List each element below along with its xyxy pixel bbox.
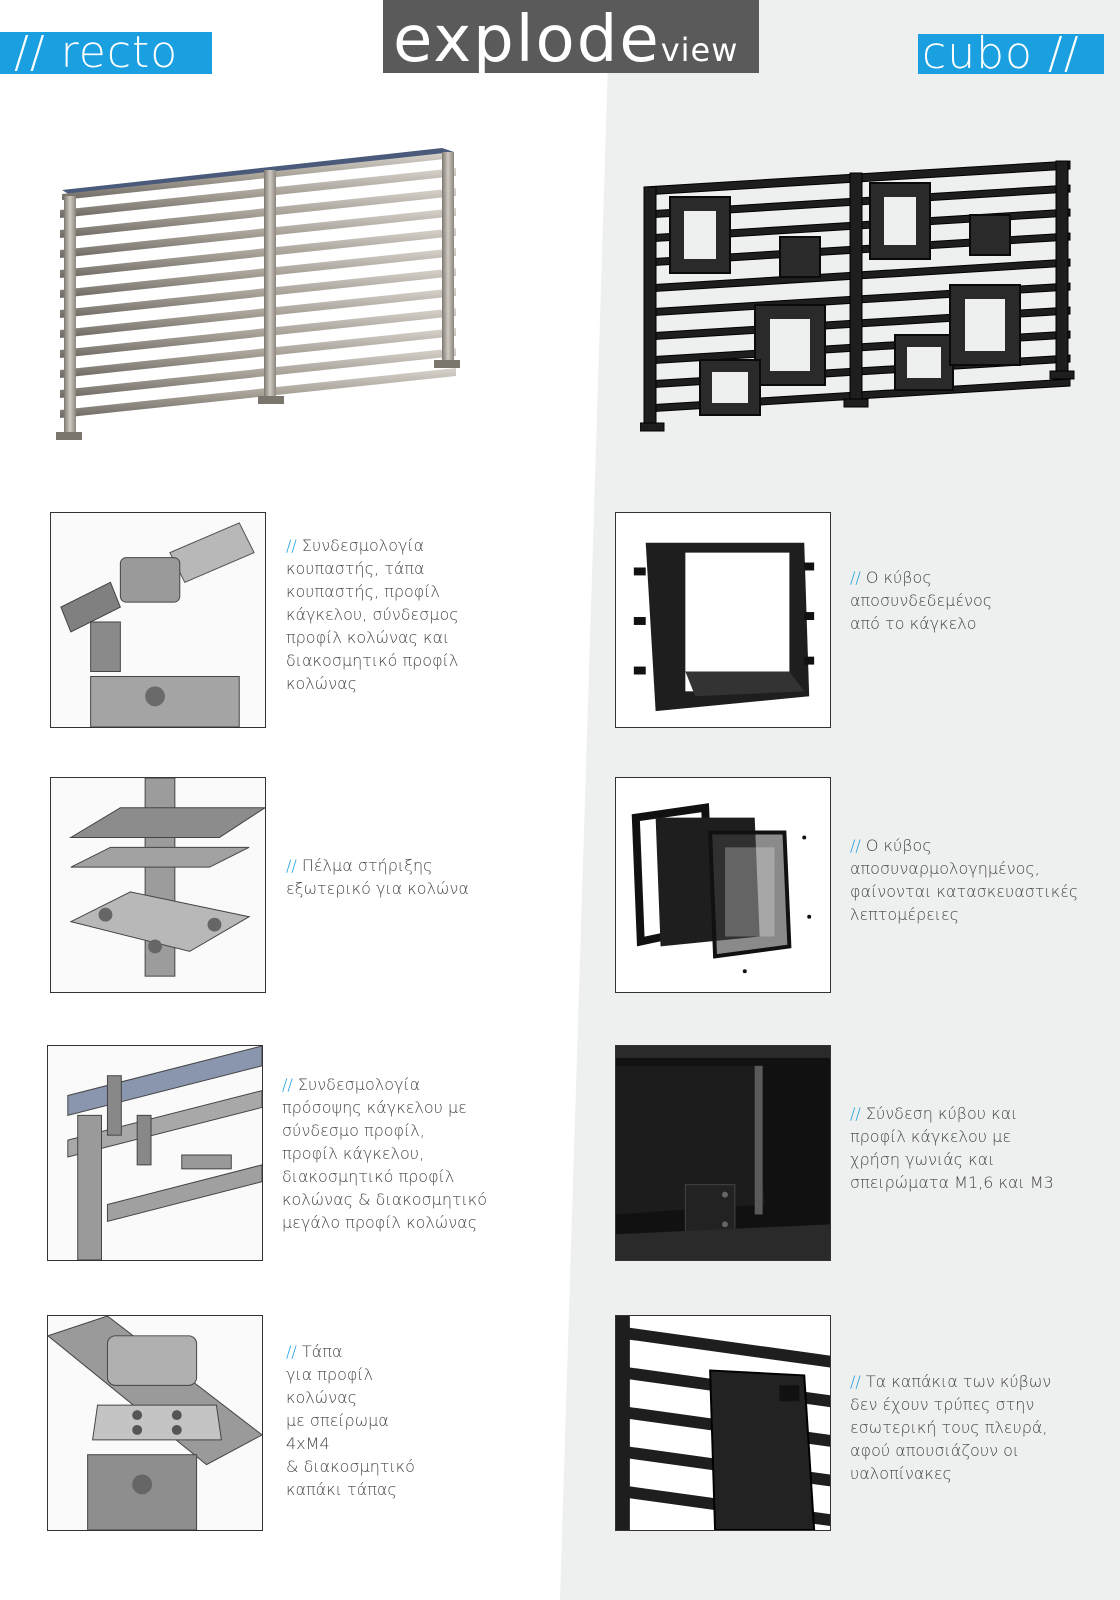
recto-caption-3: // Συνδεσμολογία πρόσοψης κάγκελου με σύ… xyxy=(282,1073,552,1234)
title-main: explode xyxy=(393,3,661,73)
cubo-caption-1: // Ο κύβος αποσυνδεδεμένος από το κάγκελ… xyxy=(850,566,1100,635)
caption-marker: // xyxy=(850,568,861,587)
recto-caption-2: // Πέλμα στήριξης εξωτερικό για κολώνα xyxy=(286,854,536,900)
cubo-detail-exploded-image xyxy=(615,777,831,993)
cubo-detail-caps-image xyxy=(615,1315,831,1531)
caption-marker: // xyxy=(286,856,297,875)
cubo-caption-2: // Ο κύβος αποσυναρμολογημένος, φαίνοντα… xyxy=(850,834,1112,926)
recto-detail-handrail-image xyxy=(50,512,266,728)
recto-railing-render xyxy=(56,148,460,440)
recto-caption-1: // Συνδεσμολογία κουπαστής, τάπα κουπαστ… xyxy=(286,534,536,695)
caption-marker: // xyxy=(850,836,861,855)
cubo-label: cubo // xyxy=(918,34,1104,74)
caption-marker: // xyxy=(286,536,297,555)
page-title: explodeview xyxy=(383,0,759,73)
recto-caption-4: // Τάπα για προφίλ κολώνας με σπείρωμα 4… xyxy=(286,1340,536,1501)
title-sub: view xyxy=(660,31,739,69)
caption-text: Σύνδεση κύβου και προφίλ κάγκελου με χρή… xyxy=(850,1104,1054,1192)
caption-text: Τάπα για προφίλ κολώνας με σπείρωμα 4xM4… xyxy=(286,1342,415,1499)
cubo-railing-render xyxy=(640,160,1075,432)
caption-text: Συνδεσμολογία πρόσοψης κάγκελου με σύνδε… xyxy=(282,1075,488,1232)
recto-detail-post-cap-image xyxy=(47,1315,263,1531)
recto-label: // recto xyxy=(0,32,212,74)
recto-detail-post-base-image xyxy=(50,777,266,993)
cubo-detail-cube-image xyxy=(615,512,831,728)
cubo-caption-4: // Τα καπάκια των κύβων δεν έχουν τρύπες… xyxy=(850,1370,1112,1485)
caption-text: Συνδεσμολογία κουπαστής, τάπα κουπαστής,… xyxy=(286,536,459,693)
caption-text: Τα καπάκια των κύβων δεν έχουν τρύπες στ… xyxy=(850,1372,1052,1483)
caption-marker: // xyxy=(850,1104,861,1123)
cubo-detail-connection-image xyxy=(615,1045,831,1261)
cubo-caption-3: // Σύνδεση κύβου και προφίλ κάγκελου με … xyxy=(850,1102,1112,1194)
caption-text: Ο κύβος αποσυνδεδεμένος από το κάγκελο xyxy=(850,568,993,633)
caption-text: Ο κύβος αποσυναρμολογημένος, φαίνονται κ… xyxy=(850,836,1079,924)
caption-marker: // xyxy=(282,1075,293,1094)
recto-detail-facade-image xyxy=(47,1045,263,1261)
caption-marker: // xyxy=(850,1372,861,1391)
caption-text: Πέλμα στήριξης εξωτερικό για κολώνα xyxy=(286,856,469,898)
caption-marker: // xyxy=(286,1342,297,1361)
